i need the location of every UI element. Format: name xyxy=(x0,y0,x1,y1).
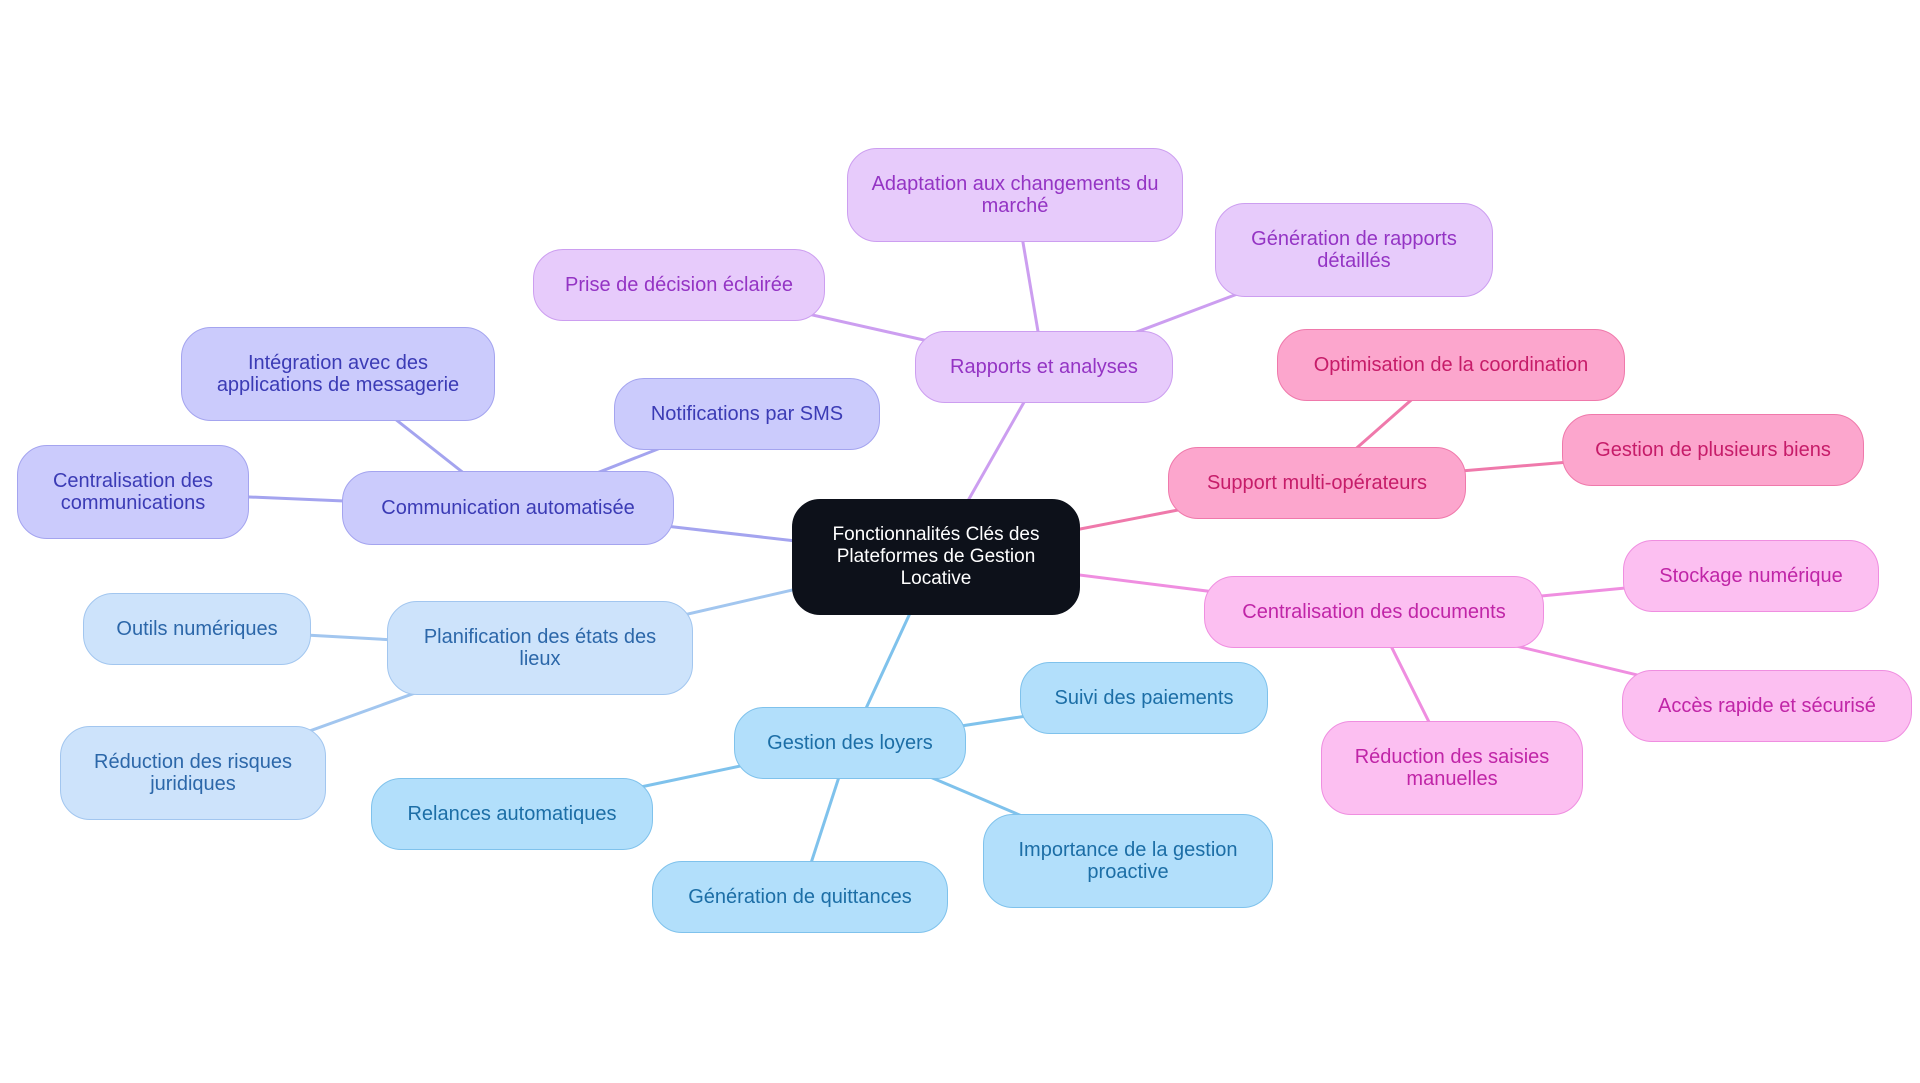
leaf-node-acces-rapide-et-securise-label: Accès rapide et sécurisé xyxy=(1658,695,1876,717)
leaf-node-centralisation-des-communications[interactable]: Centralisation des communications xyxy=(17,445,249,539)
leaf-node-prise-de-decision-eclairee-label: Prise de décision éclairée xyxy=(565,274,793,296)
leaf-node-reduction-des-saisies-manuelles[interactable]: Réduction des saisies manuelles xyxy=(1321,721,1583,815)
leaf-node-outils-numeriques[interactable]: Outils numériques xyxy=(83,593,311,665)
leaf-node-generation-de-quittances[interactable]: Génération de quittances xyxy=(652,861,948,933)
leaf-node-reduction-des-risques-juridiques[interactable]: Réduction des risques juridiques xyxy=(60,726,326,820)
branch-node-rapports[interactable]: Rapports et analyses xyxy=(915,331,1173,403)
leaf-node-acces-rapide-et-securise[interactable]: Accès rapide et sécurisé xyxy=(1622,670,1912,742)
leaf-node-adaptation-aux-changements-du-marche[interactable]: Adaptation aux changements du marché xyxy=(847,148,1183,242)
leaf-node-integration-avec-des-applications-de-messagerie-label: Intégration avec des applications de mes… xyxy=(216,352,460,396)
leaf-node-gestion-de-plusieurs-biens[interactable]: Gestion de plusieurs biens xyxy=(1562,414,1864,486)
leaf-node-optimisation-de-la-coordination-label: Optimisation de la coordination xyxy=(1313,354,1589,376)
root-node-label: Fonctionnalités Clés des Plateformes de … xyxy=(832,524,1040,589)
leaf-node-stockage-numerique-label: Stockage numérique xyxy=(1659,565,1843,587)
leaf-node-stockage-numerique[interactable]: Stockage numérique xyxy=(1623,540,1879,612)
branch-node-planification-label: Planification des états des lieux xyxy=(423,626,657,670)
leaf-node-centralisation-des-communications-label: Centralisation des communications xyxy=(52,470,214,514)
leaf-node-relances-automatiques-label: Relances automatiques xyxy=(407,803,617,825)
leaf-node-notifications-par-sms[interactable]: Notifications par SMS xyxy=(614,378,880,450)
leaf-node-gestion-de-plusieurs-biens-label: Gestion de plusieurs biens xyxy=(1595,439,1831,461)
leaf-node-generation-de-quittances-label: Génération de quittances xyxy=(688,886,912,908)
leaf-node-generation-de-rapports-detailles[interactable]: Génération de rapports détaillés xyxy=(1215,203,1493,297)
leaf-node-adaptation-aux-changements-du-marche-label: Adaptation aux changements du marché xyxy=(871,173,1159,217)
leaf-node-integration-avec-des-applications-de-messagerie[interactable]: Intégration avec des applications de mes… xyxy=(181,327,495,421)
leaf-node-optimisation-de-la-coordination[interactable]: Optimisation de la coordination xyxy=(1277,329,1625,401)
leaf-node-notifications-par-sms-label: Notifications par SMS xyxy=(650,403,844,425)
branch-node-support[interactable]: Support multi-opérateurs xyxy=(1168,447,1466,519)
branch-node-loyers[interactable]: Gestion des loyers xyxy=(734,707,966,779)
branch-node-centralisation[interactable]: Centralisation des documents xyxy=(1204,576,1544,648)
leaf-node-prise-de-decision-eclairee[interactable]: Prise de décision éclairée xyxy=(533,249,825,321)
leaf-node-outils-numeriques-label: Outils numériques xyxy=(116,618,278,640)
branch-node-communication[interactable]: Communication automatisée xyxy=(342,471,674,545)
leaf-node-generation-de-rapports-detailles-label: Génération de rapports détaillés xyxy=(1251,228,1457,272)
leaf-node-importance-de-la-gestion-proactive-label: Importance de la gestion proactive xyxy=(1018,839,1238,883)
branch-node-communication-label: Communication automatisée xyxy=(381,497,635,519)
branch-node-support-label: Support multi-opérateurs xyxy=(1206,472,1428,494)
leaf-node-suivi-des-paiements-label: Suivi des paiements xyxy=(1054,687,1234,709)
leaf-node-suivi-des-paiements[interactable]: Suivi des paiements xyxy=(1020,662,1268,734)
branch-node-rapports-label: Rapports et analyses xyxy=(950,356,1138,378)
root-node[interactable]: Fonctionnalités Clés des Plateformes de … xyxy=(792,499,1080,615)
leaf-node-importance-de-la-gestion-proactive[interactable]: Importance de la gestion proactive xyxy=(983,814,1273,908)
branch-node-centralisation-label: Centralisation des documents xyxy=(1242,601,1506,623)
leaf-node-relances-automatiques[interactable]: Relances automatiques xyxy=(371,778,653,850)
branch-node-loyers-label: Gestion des loyers xyxy=(767,732,933,754)
branch-node-planification[interactable]: Planification des états des lieux xyxy=(387,601,693,695)
leaf-node-reduction-des-risques-juridiques-label: Réduction des risques juridiques xyxy=(94,751,292,795)
leaf-node-reduction-des-saisies-manuelles-label: Réduction des saisies manuelles xyxy=(1354,746,1550,790)
